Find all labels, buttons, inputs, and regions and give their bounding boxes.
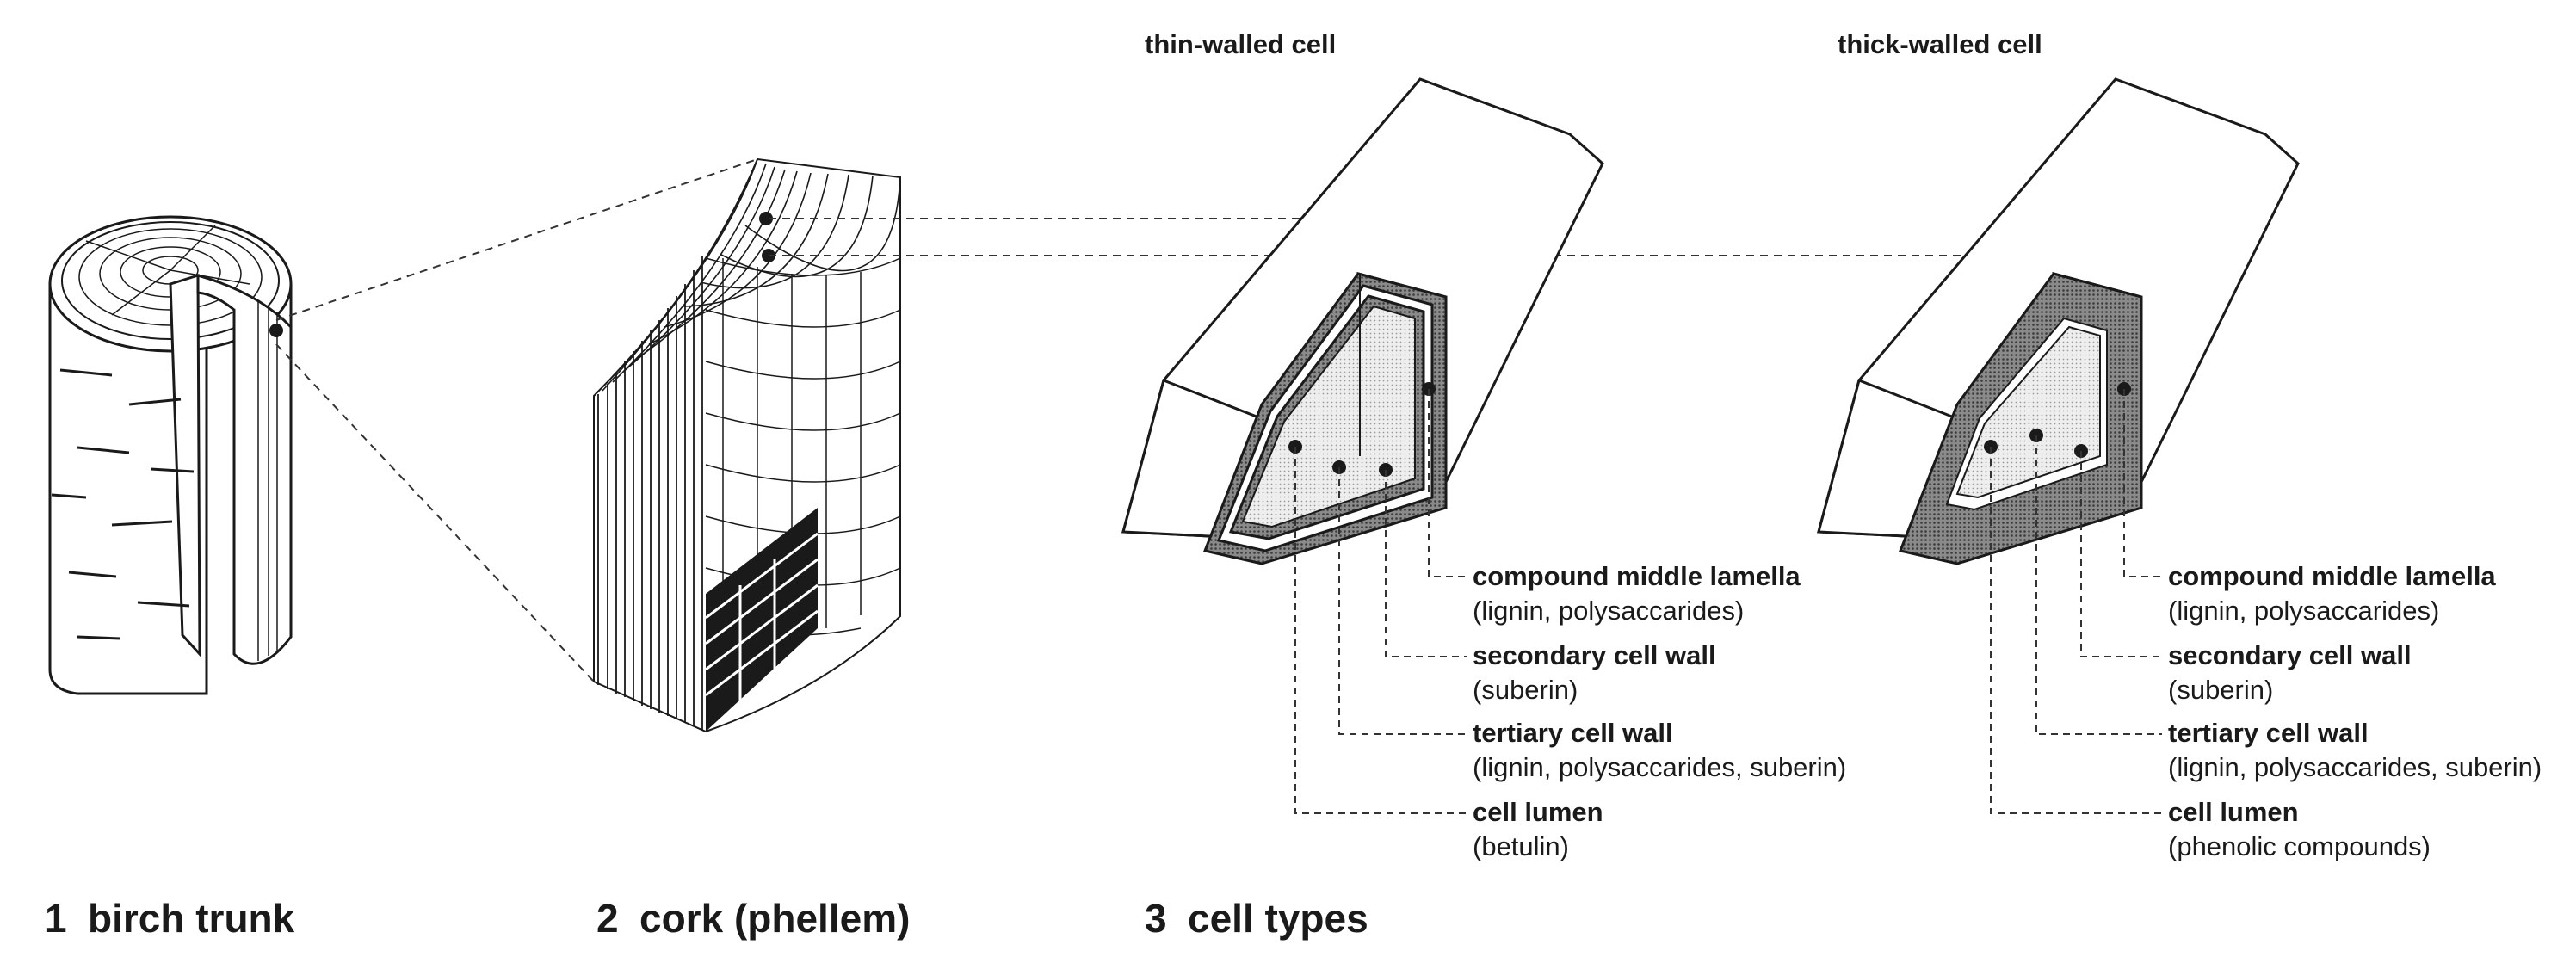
label-name: secondary cell wall (2168, 640, 2412, 670)
birch-trunk-drawing (48, 215, 293, 695)
panel-number: 3 (1145, 896, 1167, 941)
label-composition: (lignin, polysaccarides) (1473, 596, 1745, 626)
label-name: secondary cell wall (1473, 640, 1716, 670)
panel-number: 1 (45, 896, 67, 941)
label-name: tertiary cell wall (1473, 718, 1673, 748)
panel-number: 2 (596, 896, 619, 941)
panel-title: birch trunk (88, 896, 295, 941)
label-composition: (betulin) (1473, 831, 1569, 861)
thin-secondary-cell-wall-label: secondary cell wall (suberin) (1473, 639, 1716, 707)
label-name: cell lumen (1473, 797, 1603, 827)
panel-title: cell types (1188, 896, 1368, 941)
panel-caption-cork: 2 cork (phellem) (596, 895, 910, 941)
label-name: cell lumen (2168, 797, 2299, 827)
panel-caption-cell-types: 3 cell types (1145, 895, 1368, 941)
label-composition: (lignin, polysaccarides, suberin) (2168, 752, 2542, 782)
label-composition: (suberin) (2168, 675, 2274, 705)
thin-cell-lumen-label: cell lumen (betulin) (1473, 795, 1603, 864)
thin-tertiary-cell-wall-label: tertiary cell wall (lignin, polysaccarid… (1473, 716, 1846, 785)
thick-cell-lumen-label: cell lumen (phenolic compounds) (2168, 795, 2431, 864)
thick-cell-leader-lines (1990, 389, 2162, 814)
thin-walled-cell-title: thin-walled cell (1145, 29, 1337, 59)
label-composition: (suberin) (1473, 675, 1578, 705)
thin-compound-middle-lamella-label: compound middle lamella (lignin, polysac… (1473, 559, 1801, 628)
label-composition: (phenolic compounds) (2168, 831, 2431, 861)
thick-walled-cell-drawing (1817, 77, 2300, 565)
cork-block-drawing (593, 157, 901, 733)
thick-compound-middle-lamella-label: compound middle lamella (lignin, polysac… (2168, 559, 2496, 628)
thick-secondary-cell-wall-label: secondary cell wall (suberin) (2168, 639, 2412, 707)
label-composition: (lignin, polysaccarides) (2168, 596, 2440, 626)
zoom-lines-trunk-to-cork (275, 158, 758, 682)
panel-caption-birch-trunk: 1 birch trunk (45, 895, 294, 941)
label-name: compound middle lamella (1473, 561, 1801, 591)
thick-tertiary-cell-wall-label: tertiary cell wall (lignin, polysaccarid… (2168, 716, 2542, 785)
label-name: tertiary cell wall (2168, 718, 2369, 748)
thick-walled-cell-title: thick-walled cell (1838, 29, 2042, 59)
label-composition: (lignin, polysaccarides, suberin) (1473, 752, 1847, 782)
label-name: compound middle lamella (2168, 561, 2496, 591)
thin-walled-cell-drawing (1121, 77, 1604, 565)
thin-cell-leader-lines (1294, 389, 1467, 814)
panel-title: cork (phellem) (639, 896, 911, 941)
